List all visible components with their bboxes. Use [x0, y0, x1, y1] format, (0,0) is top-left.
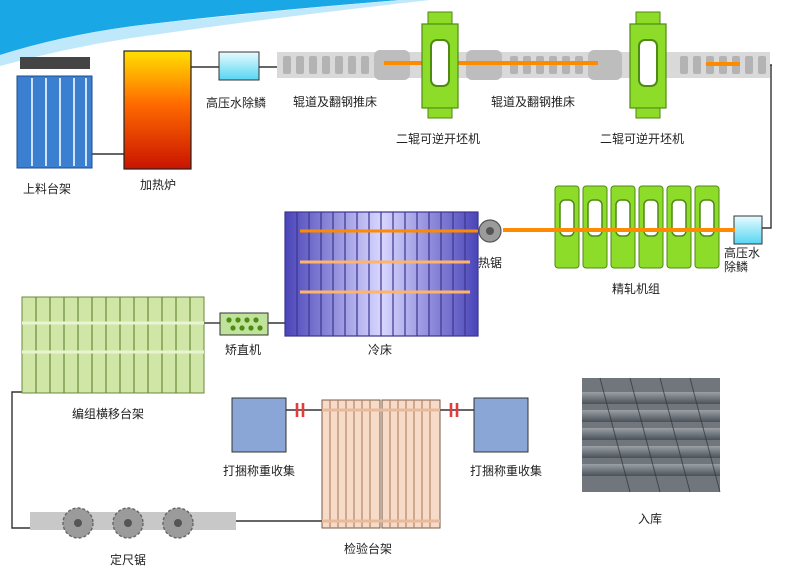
- stacker-left: [231, 397, 287, 453]
- heating-furnace: [123, 50, 192, 170]
- label-finishing-mill: 精轧机组: [611, 282, 661, 296]
- straightener: [219, 312, 269, 336]
- label-cooling-bed: 冷床: [367, 343, 393, 357]
- label-tilting-roller-1: 辊道及翻钢推床: [292, 95, 378, 109]
- label-warehouse: 入库: [637, 512, 663, 526]
- label-fixed-saw: 定尺锯: [109, 553, 147, 567]
- label-descaler-2: 高压水 除鳞: [724, 246, 761, 274]
- reversing-mill-1: [421, 11, 459, 119]
- top-roller-table: [277, 50, 770, 80]
- header-wave-decoration: [0, 0, 400, 55]
- label-heating-furnace: 加热炉: [139, 178, 177, 192]
- transfer-rack: [21, 296, 205, 394]
- feeding-rack: [16, 57, 93, 169]
- label-transfer-rack: 编组横移台架: [71, 407, 145, 421]
- descaler-1: [218, 51, 260, 81]
- hot-saw: [478, 219, 502, 243]
- label-feeding-rack: 上料台架: [22, 182, 72, 196]
- reversing-mill-2: [629, 11, 667, 119]
- label-tilting-roller-2: 辊道及翻钢推床: [490, 95, 576, 109]
- label-stacker-left: 打捆称重收集: [222, 464, 296, 478]
- cooling-bed: [284, 211, 479, 337]
- label-descaler-1: 高压水除鳞: [205, 96, 267, 110]
- label-inspection-rack: 检验台架: [343, 542, 393, 556]
- separator-marks-right: [449, 403, 459, 417]
- stacker-right: [473, 397, 529, 453]
- inspection-rack: [321, 399, 441, 529]
- fixed-saw-roller: [30, 507, 236, 539]
- label-straightener: 矫直机: [224, 343, 262, 357]
- finishing-mill-group: [554, 185, 720, 269]
- label-reversing-mill-2: 二辊可逆开坯机: [599, 132, 685, 146]
- label-stacker-right: 打捆称重收集: [469, 464, 543, 478]
- label-hot-saw: 热锯: [478, 256, 503, 270]
- label-reversing-mill-1: 二辊可逆开坯机: [395, 132, 481, 146]
- warehouse-steel-photo: [582, 377, 721, 493]
- descaler-2: [733, 215, 763, 245]
- separator-marks-left: [295, 403, 305, 417]
